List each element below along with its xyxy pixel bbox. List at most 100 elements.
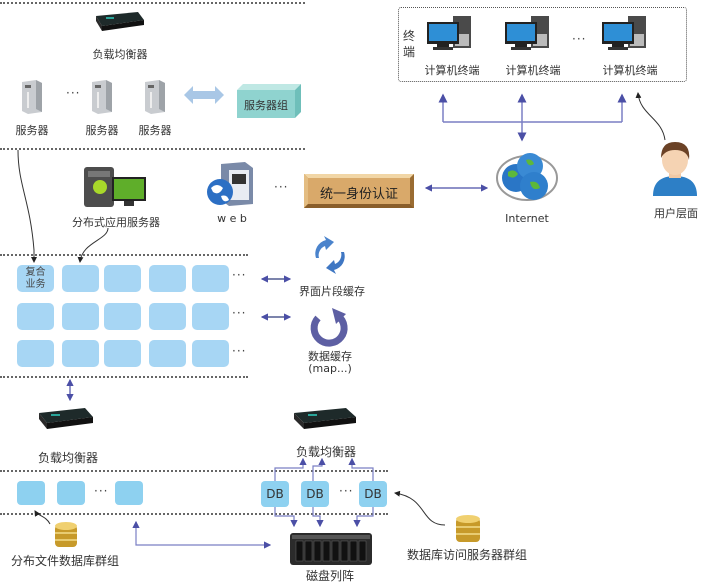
internet[interactable] [494, 150, 560, 206]
server-icon [145, 80, 165, 114]
layer-divider [0, 376, 248, 378]
business-tile[interactable] [192, 265, 229, 292]
app-server-label: 分布式应用服务器 [72, 216, 160, 229]
file-db-tile[interactable] [115, 481, 143, 505]
filedb-disk-line [135, 523, 272, 549]
business-tile[interactable] [62, 303, 99, 330]
app-ellipsis: ··· [274, 180, 289, 194]
db-ellipsis: ··· [339, 484, 354, 498]
computer-terminal[interactable] [600, 14, 652, 54]
layer-divider [0, 513, 388, 515]
business-tile[interactable] [104, 265, 141, 292]
db-node[interactable]: DB [301, 481, 329, 507]
database-icon [54, 521, 78, 549]
computer-label: 计算机终端 [505, 64, 561, 77]
layer-divider [0, 2, 305, 4]
computer-icon [505, 16, 549, 50]
computer-icon [602, 16, 646, 50]
disk-array-label: 磁盘列阵 [305, 569, 354, 583]
data-cache-sub: (map...) [308, 362, 352, 375]
layer-divider [0, 254, 248, 256]
composite-business-label: 复合业务 [25, 267, 46, 290]
servers-to-tiles-arrow [17, 149, 37, 263]
load-balancer-label: 负载均衡器 [92, 48, 148, 61]
disk-array[interactable] [290, 533, 372, 565]
appserver-to-tiles-arrow [77, 227, 109, 263]
computer-terminal[interactable] [425, 14, 477, 54]
computer-label: 计算机终端 [424, 64, 480, 77]
business-tile[interactable] [17, 303, 54, 330]
db-to-disk-lines [274, 507, 374, 528]
user-icon [653, 142, 697, 196]
row-ellipsis: ··· [232, 268, 247, 282]
load-balancer[interactable] [92, 10, 146, 32]
db-node[interactable]: DB [261, 481, 289, 507]
server-group-label: 服务器组 [244, 99, 288, 112]
computer-terminal[interactable] [503, 14, 555, 54]
business-tile[interactable] [104, 303, 141, 330]
load-balancer[interactable] [35, 405, 95, 431]
file-db-tile[interactable] [17, 481, 45, 505]
user-label: 用户层面 [654, 207, 698, 220]
cycle-icon [310, 308, 350, 348]
load-balancer-icon [294, 408, 356, 429]
file-db-tile[interactable] [57, 481, 85, 505]
composite-business-tile[interactable]: 复合业务 [17, 265, 54, 292]
app-server-icon [84, 167, 146, 207]
server-label: 服务器 [15, 124, 49, 137]
business-tile[interactable] [62, 265, 99, 292]
layer-divider [0, 470, 388, 472]
server-icon [92, 80, 112, 114]
business-tile[interactable] [192, 340, 229, 367]
internet-label: Internet [505, 212, 549, 225]
double-arrow-icon [184, 86, 224, 104]
db-access-label: 数据库访问服务器群组 [406, 548, 527, 562]
disk-array-icon [290, 533, 372, 565]
auth-button[interactable]: 统一身份认证 [304, 174, 414, 208]
user[interactable] [650, 140, 700, 196]
terminal-group [398, 7, 687, 82]
business-tile[interactable] [104, 340, 141, 367]
load-balancer-icon [96, 12, 144, 31]
db-access-to-db-arrow [394, 490, 446, 526]
file-db-label: 分布文件数据库群组 [10, 554, 119, 568]
web-label: w e b [217, 212, 247, 225]
business-tile[interactable] [149, 303, 186, 330]
data-cache-label: 数据缓存 [308, 350, 352, 363]
server-group-box[interactable]: 服务器组 [237, 84, 301, 118]
terminals-ellipsis: ··· [572, 32, 587, 46]
app-server[interactable] [80, 163, 148, 209]
server-label: 服务器 [85, 124, 119, 137]
business-tile[interactable] [149, 340, 186, 367]
load-balancer[interactable] [290, 405, 358, 431]
db-node[interactable]: DB [359, 481, 387, 507]
business-tile[interactable] [192, 303, 229, 330]
servers-ellipsis: ··· [66, 86, 81, 100]
business-tile[interactable] [149, 265, 186, 292]
server[interactable] [143, 78, 167, 114]
terminal-connector-lines [438, 93, 627, 142]
load-balancer-icon [39, 408, 93, 429]
computer-label: 计算机终端 [602, 64, 658, 77]
business-tile[interactable] [17, 340, 54, 367]
server[interactable] [90, 78, 114, 114]
computer-icon [427, 16, 471, 50]
server-label: 服务器 [138, 124, 172, 137]
auth-label: 统一身份认证 [319, 187, 398, 202]
ui-cache-label: 界面片段缓存 [299, 285, 365, 298]
refresh-icon [308, 234, 352, 276]
database-icon [455, 514, 481, 544]
layer-divider [0, 148, 305, 150]
server[interactable] [20, 78, 44, 114]
file-db-ellipsis: ··· [94, 484, 109, 498]
server-icon [22, 80, 42, 114]
business-tile[interactable] [62, 340, 99, 367]
terminal-group-label: 终端 [403, 29, 416, 59]
row-ellipsis: ··· [232, 344, 247, 358]
user-to-terminal-arrow [635, 92, 666, 141]
web-server[interactable] [205, 160, 257, 208]
globe-icon [496, 153, 558, 201]
web-server-icon [207, 162, 253, 206]
left-balancer-label: 负载均衡器 [37, 451, 98, 465]
row-ellipsis: ··· [232, 306, 247, 320]
